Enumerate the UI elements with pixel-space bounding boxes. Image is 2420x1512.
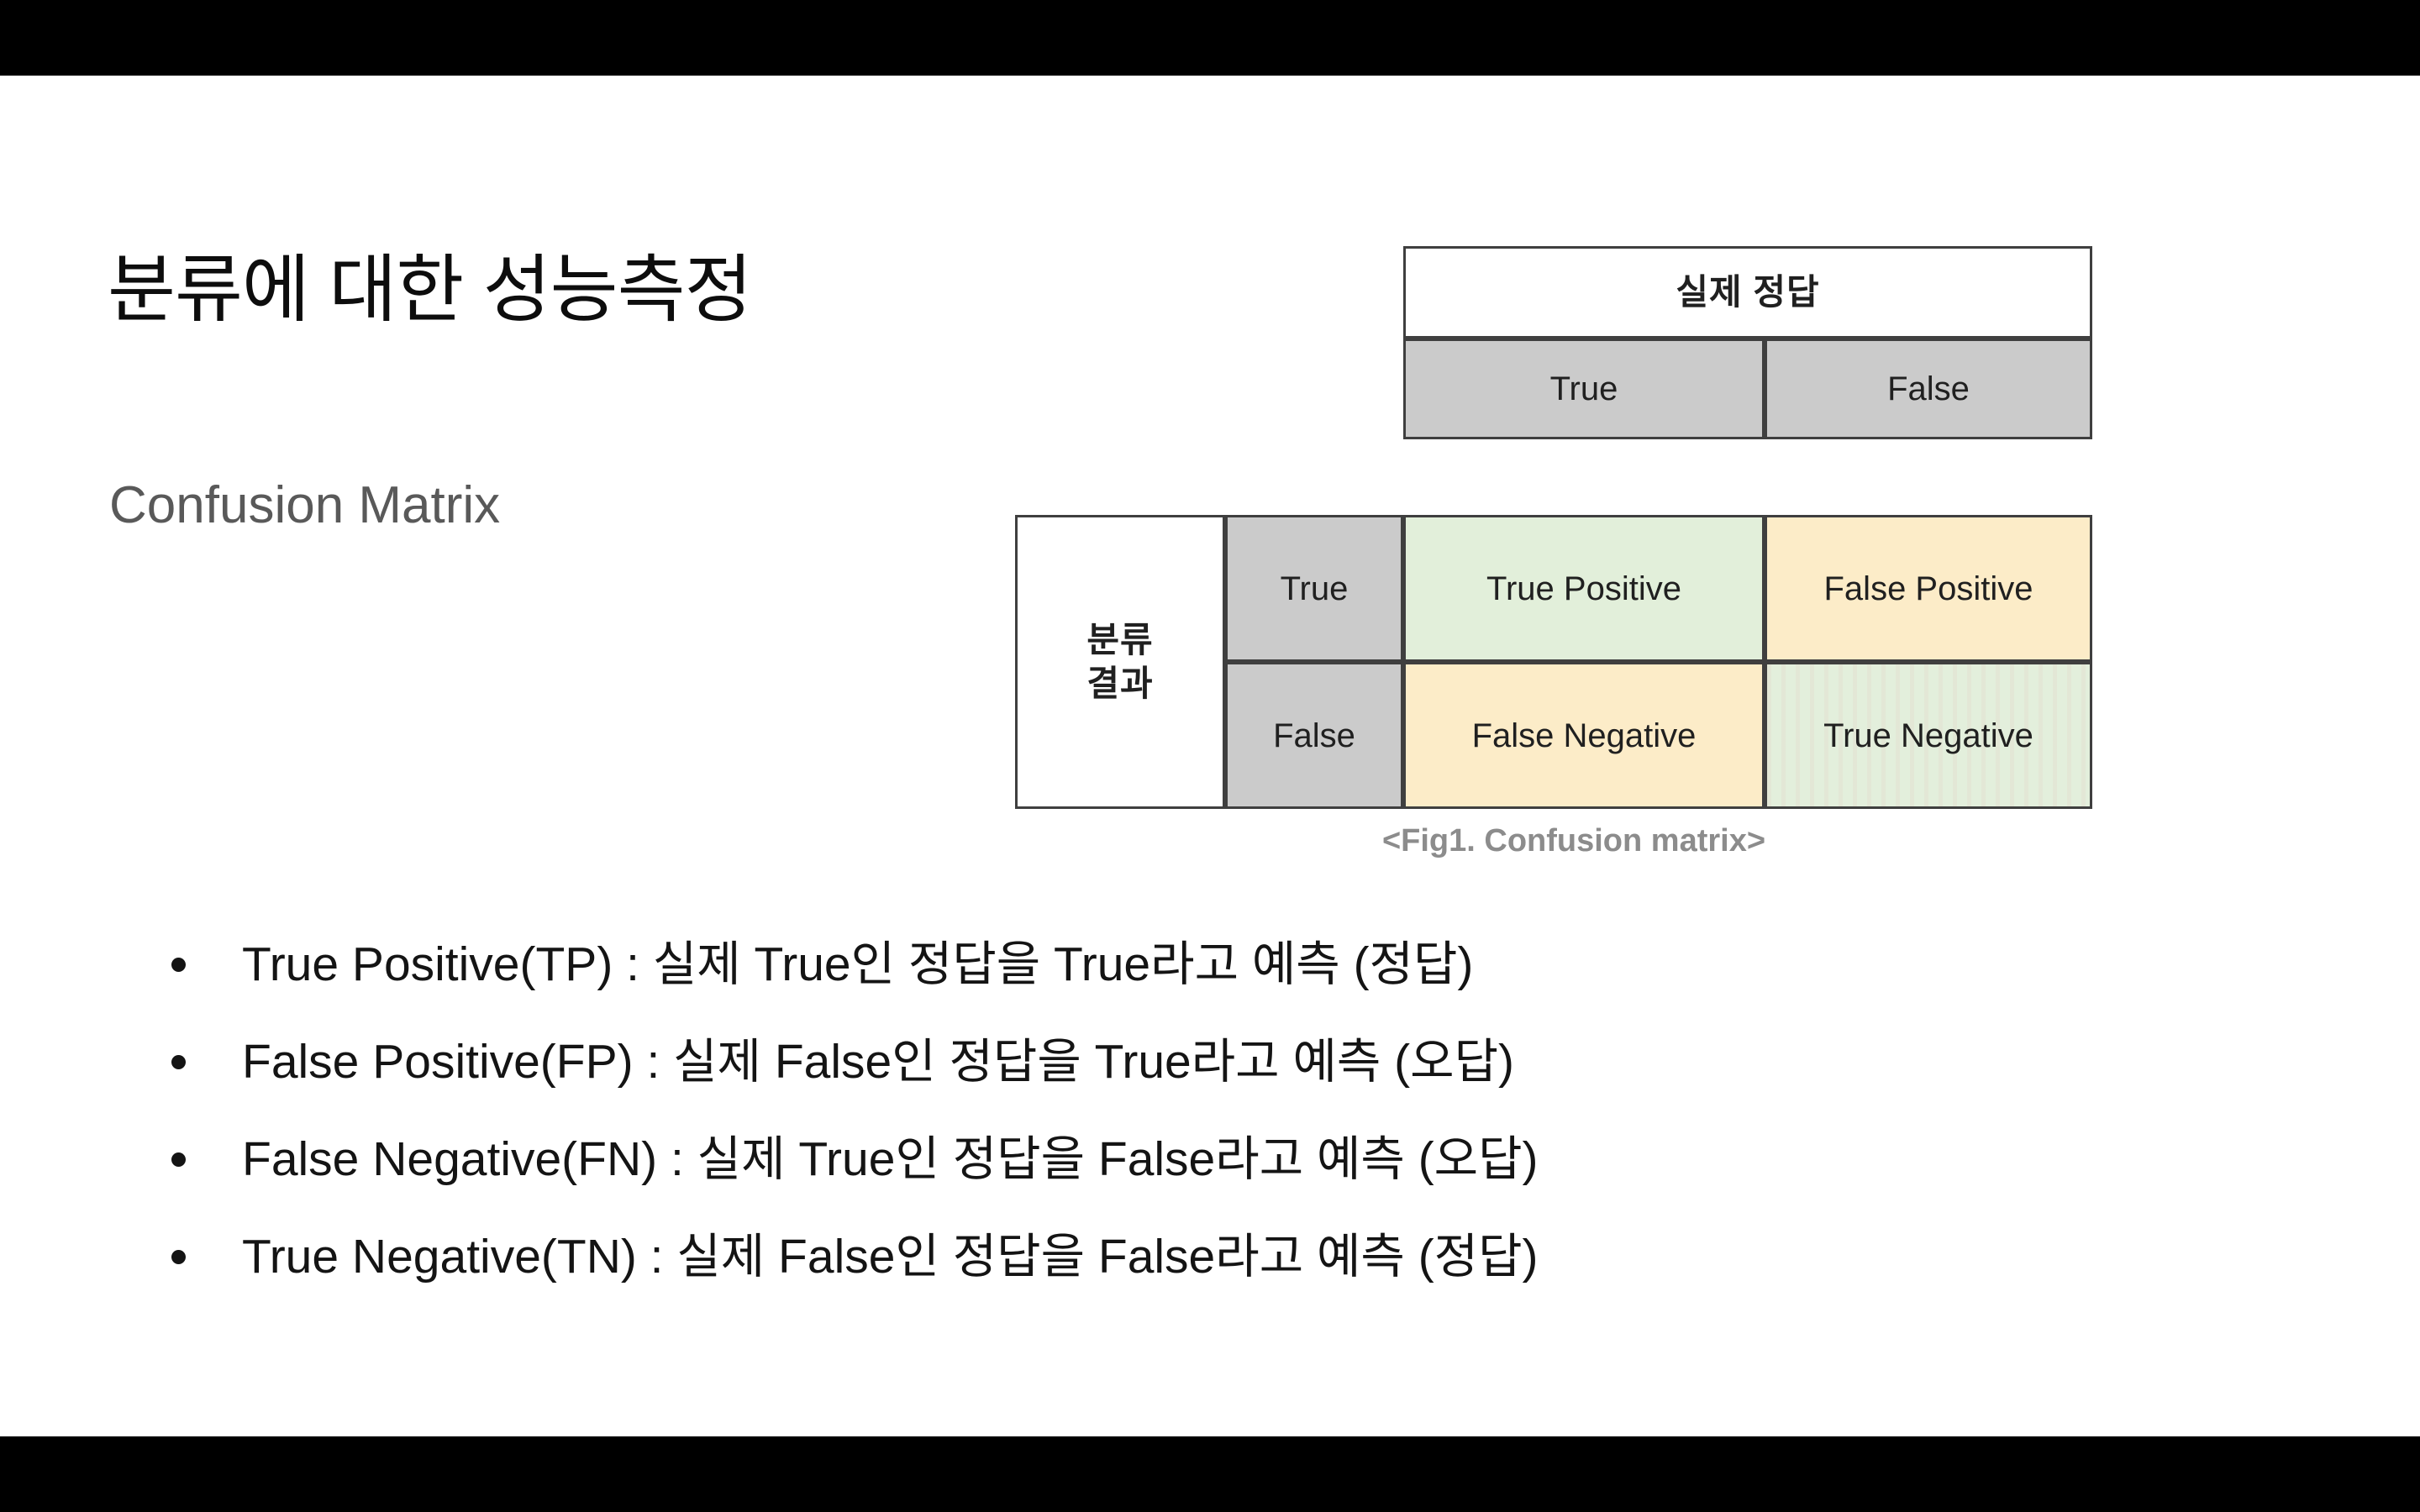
definition-list: True Positive(TP) : 실제 True인 정답을 True라고 … [156,916,2307,1305]
list-item-text: False Positive(FP) : 실제 False인 정답을 True라… [242,1035,1515,1089]
list-item-text: False Negative(FN) : 실제 True인 정답을 False라… [242,1132,1539,1186]
matrix-cell-true-positive: True Positive [1403,515,1765,662]
matrix-row-header-false-label: False [1273,717,1355,754]
bullet-dot-icon [171,1152,186,1167]
matrix-cell-false-negative: False Negative [1403,662,1765,809]
matrix-cell-true-positive-label: True Positive [1486,570,1681,607]
matrix-row-header-true: True [1225,515,1403,662]
matrix-cell-false-positive-label: False Positive [1823,570,2033,607]
matrix-column-header-false-label: False [1887,370,1970,407]
letterbox-top-bar [0,0,2420,76]
bullet-dot-icon [171,1055,186,1069]
matrix-cell-false-negative-label: False Negative [1471,717,1697,754]
matrix-row-group-header-label: 분류 결과 [1086,619,1154,704]
matrix-column-group-header-label: 실제 정답 [1676,271,1820,312]
confusion-matrix-figure: 실제 정답 True False 분류 결과 True False True P… [1015,168,2133,874]
matrix-cell-true-negative: True Negative [1765,662,2092,809]
matrix-column-header-false: False [1765,339,2092,439]
bullet-dot-icon [171,958,186,972]
list-item: False Positive(FP) : 실제 False인 정답을 True라… [156,1013,2307,1110]
matrix-cell-false-positive: False Positive [1765,515,2092,662]
matrix-column-header-true: True [1403,339,1765,439]
letterbox-bottom-bar [0,1436,2420,1512]
page-subtitle: Confusion Matrix [109,476,501,534]
page-title: 분류에 대한 성능측정 [108,247,753,331]
list-item-text: True Positive(TP) : 실제 True인 정답을 True라고 … [242,937,1474,991]
list-item: True Negative(TN) : 실제 False인 정답을 False라… [156,1208,2307,1305]
matrix-cell-true-negative-label: True Negative [1823,717,2033,754]
matrix-row-header-true-label: True [1280,570,1349,607]
figure-caption: <Fig1. Confusion matrix> [1381,823,1766,858]
matrix-column-header-true-label: True [1549,370,1618,407]
list-item: False Negative(FN) : 실제 True인 정답을 False라… [156,1110,2307,1208]
matrix-row-header-false: False [1225,662,1403,809]
matrix-column-group-header: 실제 정답 [1403,246,2092,339]
bullet-dot-icon [171,1250,186,1264]
matrix-row-group-header: 분류 결과 [1015,515,1225,809]
list-item-text: True Negative(TN) : 실제 False인 정답을 False라… [242,1230,1539,1284]
list-item: True Positive(TP) : 실제 True인 정답을 True라고 … [156,916,2307,1013]
slide-canvas: 분류에 대한 성능측정 Confusion Matrix 실제 정답 True … [0,76,2420,1436]
